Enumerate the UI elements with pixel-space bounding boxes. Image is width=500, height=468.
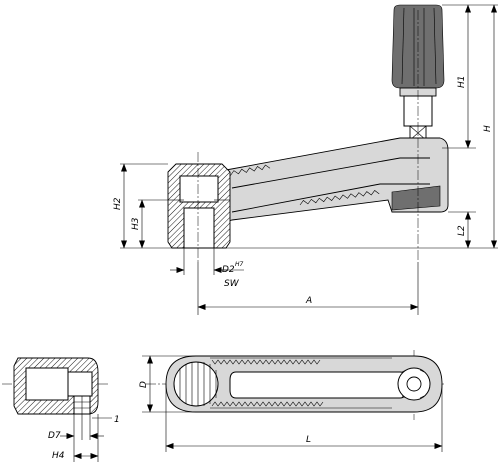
hub-section (167, 163, 231, 249)
label-H3: H3 (131, 217, 141, 230)
serration-top (211, 359, 324, 407)
hub-knurl (179, 362, 217, 406)
crank-arm (225, 137, 449, 223)
section-view: D7 H4 1 (2, 357, 120, 462)
label-D: D (139, 381, 149, 388)
label-H2: H2 (113, 197, 123, 210)
label-item-1: 1 (114, 415, 120, 425)
side-view: H2 H3 H1 H L2 D2 H7 SW A (113, 4, 498, 315)
label-H1: H1 (457, 76, 467, 89)
label-SW: SW (224, 279, 240, 289)
label-H: H (483, 125, 493, 132)
label-D2: D2 (222, 265, 235, 275)
label-D7: D7 (48, 431, 61, 441)
label-L2: L2 (457, 225, 467, 236)
label-A: A (305, 296, 312, 306)
label-L: L (306, 435, 311, 445)
label-H4: H4 (52, 451, 65, 461)
label-D2-tolerance: H7 (235, 261, 244, 268)
top-view: D L (139, 350, 446, 452)
